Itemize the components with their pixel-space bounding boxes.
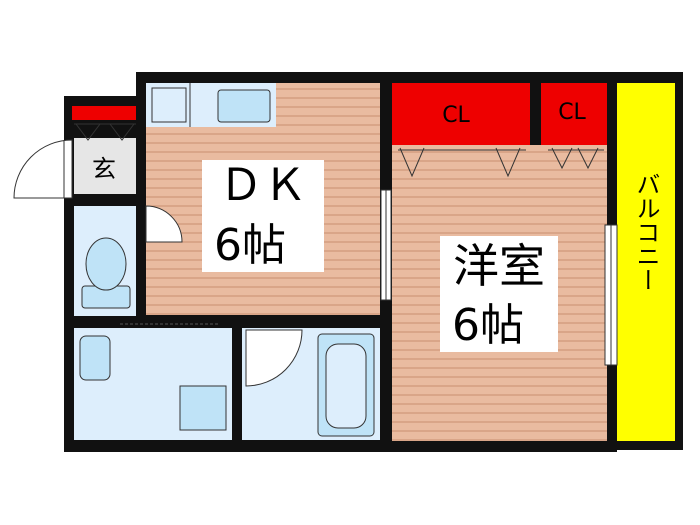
balcony bbox=[617, 83, 675, 441]
toilet-door bbox=[145, 205, 183, 243]
entrance-closet-doors bbox=[74, 123, 136, 141]
entrance-floor bbox=[74, 138, 136, 194]
entrance-label: 玄 bbox=[92, 155, 116, 183]
kitchen-sink bbox=[217, 89, 271, 123]
entrance-closet bbox=[72, 106, 136, 120]
dk-room-size: 6帖 bbox=[214, 220, 286, 271]
sliding-door-dk-western bbox=[380, 189, 392, 301]
bathtub-inner bbox=[325, 343, 367, 429]
bathroom-door bbox=[245, 329, 303, 387]
closet-small-label: CL bbox=[558, 100, 586, 125]
toilet bbox=[81, 237, 131, 309]
western-label-bg bbox=[440, 236, 558, 352]
closet-doors bbox=[398, 147, 604, 178]
closet-door-2 bbox=[495, 147, 521, 178]
closet-large bbox=[392, 83, 530, 145]
western-room-name: 洋室 bbox=[453, 239, 545, 293]
closet-door-3 bbox=[551, 147, 573, 170]
closet-large-label: CL bbox=[442, 103, 470, 128]
washing-machine bbox=[179, 385, 227, 431]
closet-door-1 bbox=[399, 147, 425, 178]
entrance-door bbox=[13, 139, 73, 199]
dk-room-name: ＤＫ bbox=[219, 160, 307, 211]
washbasin bbox=[79, 335, 111, 381]
balcony-label: バルコニー bbox=[632, 172, 660, 292]
closet-door-4 bbox=[577, 147, 599, 170]
dk-label-bg bbox=[202, 160, 324, 272]
closet-partition bbox=[530, 83, 541, 145]
closet-small bbox=[541, 83, 607, 145]
balcony-window bbox=[604, 224, 618, 366]
stove bbox=[151, 87, 187, 123]
western-room-size: 6帖 bbox=[452, 300, 524, 351]
